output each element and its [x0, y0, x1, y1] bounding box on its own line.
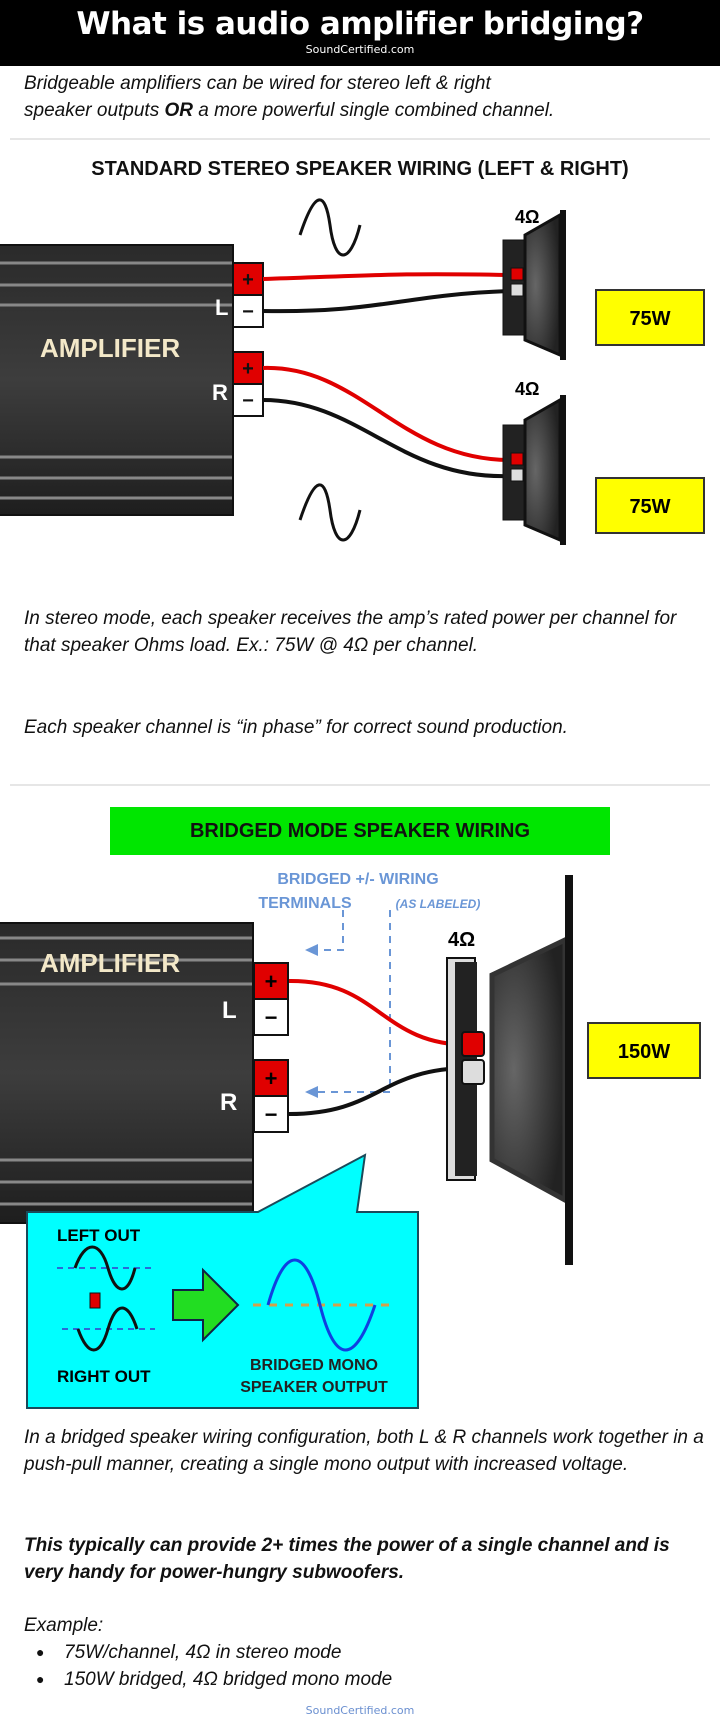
speaker-top: [502, 210, 566, 360]
power-box: [587, 1022, 701, 1079]
mono-wave-icon: [266, 1258, 377, 1352]
mono-label-1: BRIDGED MONO: [250, 1357, 378, 1374]
amplifier-body: [0, 244, 234, 516]
arrow-right-icon: [172, 1267, 240, 1343]
intro-line-1: Bridgeable amplifiers can be wired for s…: [24, 73, 491, 94]
minus-terminal-icon: −: [265, 1102, 278, 1127]
intro-line-2: speaker outputs OR a more powerful singl…: [24, 97, 704, 124]
stereo-text-2: Each speaker channel is “in phase” for c…: [24, 717, 568, 738]
minus-indicator-icon: [89, 1292, 101, 1309]
arrow-left-icon: [305, 1086, 318, 1098]
bridged-text-2: This typically can provide 2+ times the …: [24, 1535, 670, 1583]
bridged-text-1: In a bridged speaker wiring configuratio…: [24, 1427, 704, 1475]
left-out-label: LEFT OUT: [57, 1226, 141, 1245]
plus-terminal-icon: +: [265, 969, 278, 994]
power-label: 75W: [629, 308, 670, 330]
amplifier-label: AMPLIFIER: [40, 333, 180, 363]
stereo-heading: STANDARD STEREO SPEAKER WIRING (LEFT & R…: [91, 158, 629, 180]
intro-pre: speaker outputs: [24, 100, 165, 121]
plus-terminal-icon: +: [242, 358, 254, 380]
callout-line-1: BRIDGED +/- WIRING: [277, 871, 438, 888]
power-box: [595, 477, 705, 534]
list-item: 150W bridged, 4Ω bridged mono mode: [24, 1666, 704, 1693]
bridged-inset: LEFT OUT RIGHT OUT BRIDGED MONO SPEAKER …: [26, 1153, 419, 1409]
negative-wire: [262, 289, 511, 314]
example-list: 75W/channel, 4Ω in stereo mode 150W brid…: [24, 1639, 704, 1693]
speaker: [446, 875, 573, 1265]
negative-wire: [262, 398, 511, 479]
right-wave-icon: [76, 1306, 139, 1352]
callout-arrows: [318, 910, 391, 1093]
callout-line-2: TERMINALS: [258, 895, 352, 912]
sine-wave-icon: [298, 483, 362, 542]
impedance-label: 4Ω: [515, 379, 539, 399]
impedance-label: 4Ω: [448, 929, 475, 951]
list-item: 75W/channel, 4Ω in stereo mode: [24, 1639, 704, 1666]
right-channel-label: R: [212, 380, 228, 405]
site-name: SoundCertified.com: [305, 43, 415, 56]
mono-label-2: SPEAKER OUTPUT: [240, 1379, 388, 1396]
minus-terminal-icon: −: [265, 1005, 278, 1030]
page-title: What is audio amplifier bridging?: [76, 6, 644, 42]
left-channel-label: L: [215, 295, 228, 320]
impedance-label: 4Ω: [515, 207, 539, 227]
divider: [10, 138, 710, 140]
negative-wire: [288, 1066, 471, 1116]
positive-wire: [262, 365, 511, 462]
callout-italic: (AS LABELED): [396, 897, 481, 911]
divider: [10, 784, 710, 786]
right-channel-label: R: [220, 1089, 237, 1116]
power-label: 150W: [618, 1041, 670, 1063]
power-box: [595, 289, 705, 346]
minus-terminal-icon: −: [242, 301, 254, 323]
example-section: Example: 75W/channel, 4Ω in stereo mode …: [24, 1612, 704, 1693]
sine-wave-icon: [298, 198, 362, 257]
stereo-diagram: AMPLIFIER L R + − + − 4Ω 4Ω 75W 75W: [0, 198, 705, 545]
left-wave-icon: [73, 1245, 137, 1291]
intro-post: a more powerful single combined channel.: [192, 100, 555, 121]
minus-terminal-icon: −: [242, 390, 254, 412]
positive-wire: [262, 272, 511, 281]
power-label: 75W: [629, 496, 670, 518]
left-channel-label: L: [222, 997, 237, 1024]
header: What is audio amplifier bridging? SoundC…: [0, 0, 720, 66]
bridged-diagram: BRIDGED +/- WIRING TERMINALS (AS LABELED…: [0, 871, 701, 1409]
intro-text: Bridgeable amplifiers can be wired for s…: [24, 70, 704, 124]
footer-site: SoundCertified.com: [305, 1704, 415, 1717]
amplifier-body: [0, 922, 254, 1224]
arrow-left-icon: [305, 944, 318, 956]
plus-terminal-icon: +: [265, 1066, 278, 1091]
amplifier-label-text: AMPLIFIER: [40, 948, 180, 978]
stereo-text-1: In stereo mode, each speaker receives th…: [24, 608, 677, 656]
plus-terminal-icon: +: [242, 269, 254, 291]
intro-bold: OR: [164, 100, 193, 121]
terminals: [253, 962, 289, 1133]
bridged-heading: BRIDGED MODE SPEAKER WIRING: [110, 807, 610, 855]
example-label: Example:: [24, 1615, 104, 1636]
speaker-bottom: [502, 395, 566, 545]
right-out-label: RIGHT OUT: [57, 1367, 151, 1386]
positive-wire: [288, 978, 471, 1047]
